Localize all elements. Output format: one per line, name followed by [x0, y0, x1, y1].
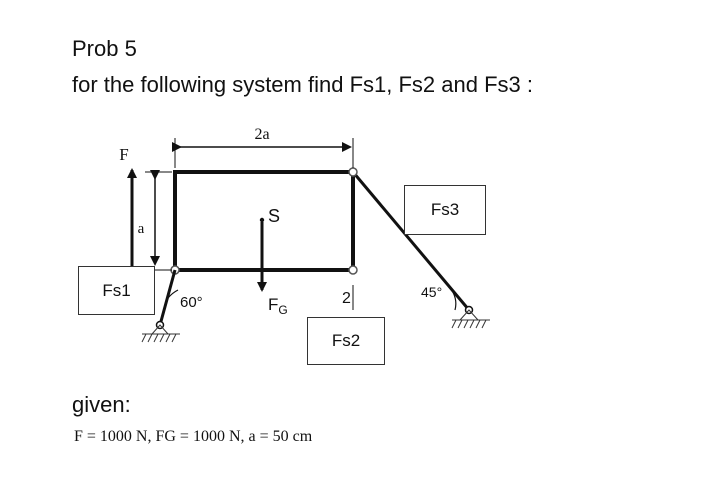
joint-top-right	[348, 167, 358, 177]
frame-rectangle	[173, 170, 355, 272]
left-ground-hatch	[141, 333, 180, 343]
dimension-label-2a: 2a	[254, 126, 269, 143]
weight-fg-main: F	[268, 295, 278, 314]
force-f-label: F	[119, 145, 128, 164]
angle-label-45: 45°	[421, 284, 442, 300]
given-values: F = 1000 N, FG = 1000 N, a = 50 cm	[74, 428, 313, 445]
angle-arc-45	[449, 287, 457, 311]
joint-label-2: 2	[342, 290, 351, 307]
dimension-label-a: a	[138, 221, 145, 237]
left-support-strut	[158, 269, 177, 326]
angle-arc-60	[167, 289, 179, 299]
inclined-bar	[351, 171, 471, 311]
weight-fg-subscript: G	[278, 303, 287, 317]
label-box-fs2: Fs2	[307, 317, 385, 365]
problem-statement: for the following system find Fs1, Fs2 a…	[72, 72, 533, 97]
center-of-gravity-point	[259, 217, 265, 223]
left-support-triangle	[151, 324, 169, 335]
right-support-triangle	[459, 309, 479, 321]
label-box-fs3: Fs3	[404, 185, 486, 235]
given-heading: given:	[72, 392, 131, 417]
problem-title: Prob 5	[72, 36, 137, 61]
center-of-gravity-label: S	[268, 206, 280, 226]
label-box-fs1: Fs1	[78, 266, 155, 315]
joint-bottom-right	[348, 265, 358, 275]
weight-fg-label: FG	[268, 295, 288, 317]
angle-label-60: 60°	[180, 294, 203, 311]
right-ground-hatch	[451, 319, 490, 329]
